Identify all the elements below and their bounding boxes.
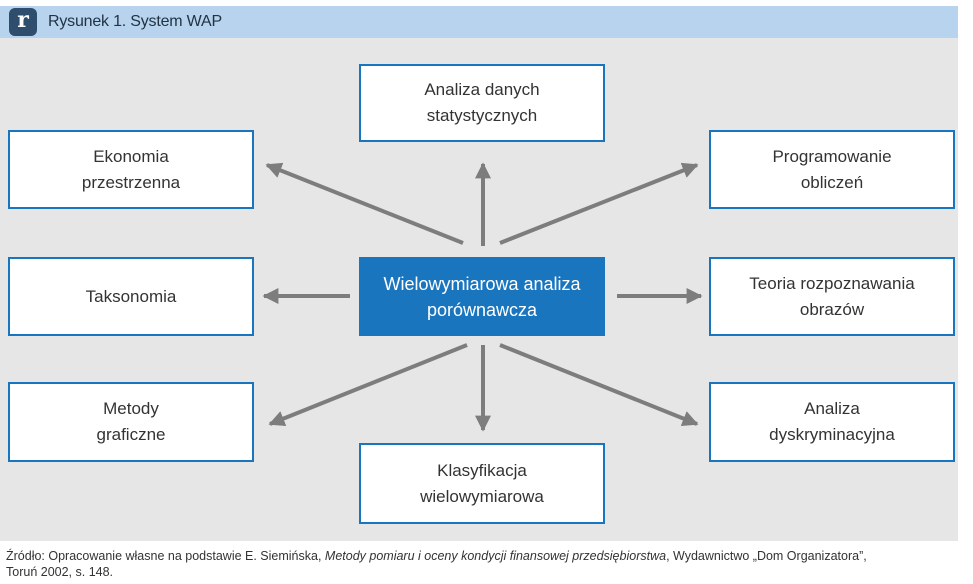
source-line2: Toruń 2002, s. 148.	[6, 565, 114, 579]
figure-header: r Rysunek 1. System WAP	[0, 6, 958, 38]
node-top-right: Programowanie obliczeń	[709, 130, 955, 209]
figure-title: Rysunek 1. System WAP	[48, 13, 222, 30]
node-middle-right: Teoria rozpoznawania obrazów	[709, 257, 955, 336]
source-prefix: Źródło: Opracowanie własne na podstawie …	[6, 549, 325, 563]
node-top: Analiza danych statystycznych	[359, 64, 605, 142]
diagram-panel: Analiza danych statystycznych Ekonomia p…	[0, 38, 958, 541]
node-top-left: Ekonomia przestrzenna	[8, 130, 254, 209]
node-bottom-left: Metody graficzne	[8, 382, 254, 462]
node-middle-left: Taksonomia	[8, 257, 254, 336]
publisher-logo-icon: r	[9, 8, 37, 36]
source-book-title: Metody pomiaru i oceny kondycji finansow…	[324, 549, 667, 563]
arrow-to-top-right	[499, 162, 699, 245]
node-bottom: Klasyfikacja wielowymiarowa	[359, 443, 605, 524]
node-bottom-right: Analiza dyskryminacyjna	[709, 382, 955, 462]
arrow-to-top-left	[265, 162, 464, 245]
diagram-arrows	[262, 162, 703, 432]
arrow-to-bottom-right	[499, 343, 699, 427]
source-suffix: , Wydawnictwo „Dom Organizatora”,	[666, 549, 867, 563]
arrow-to-bottom-left	[268, 343, 468, 427]
source-note: Źródło: Opracowanie własne na podstawie …	[6, 548, 961, 580]
node-center: Wielowymiarowa analiza porównawcza	[359, 257, 605, 336]
